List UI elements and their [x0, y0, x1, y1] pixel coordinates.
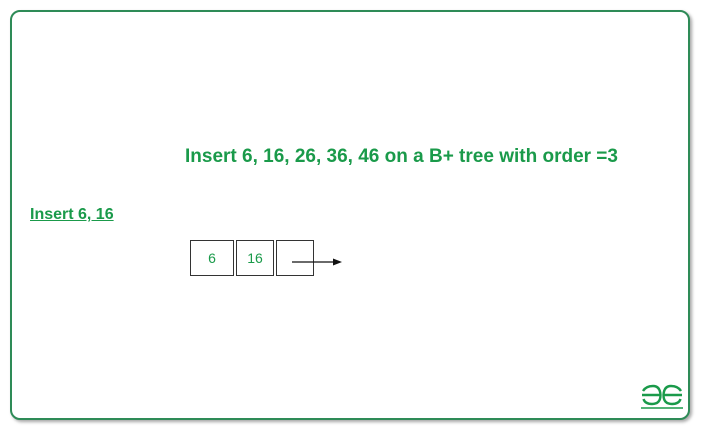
bplus-leaf-node: 6 16: [190, 240, 314, 276]
gfg-logo: [641, 384, 683, 409]
node-key-2: 16: [236, 240, 274, 276]
node-pointer-cell: [276, 240, 314, 276]
step-label: Insert 6, 16: [30, 206, 114, 223]
diagram-title: Insert 6, 16, 26, 36, 46 on a B+ tree wi…: [185, 146, 618, 167]
node-key-1: 6: [190, 240, 234, 276]
slide-frame: [10, 10, 690, 420]
